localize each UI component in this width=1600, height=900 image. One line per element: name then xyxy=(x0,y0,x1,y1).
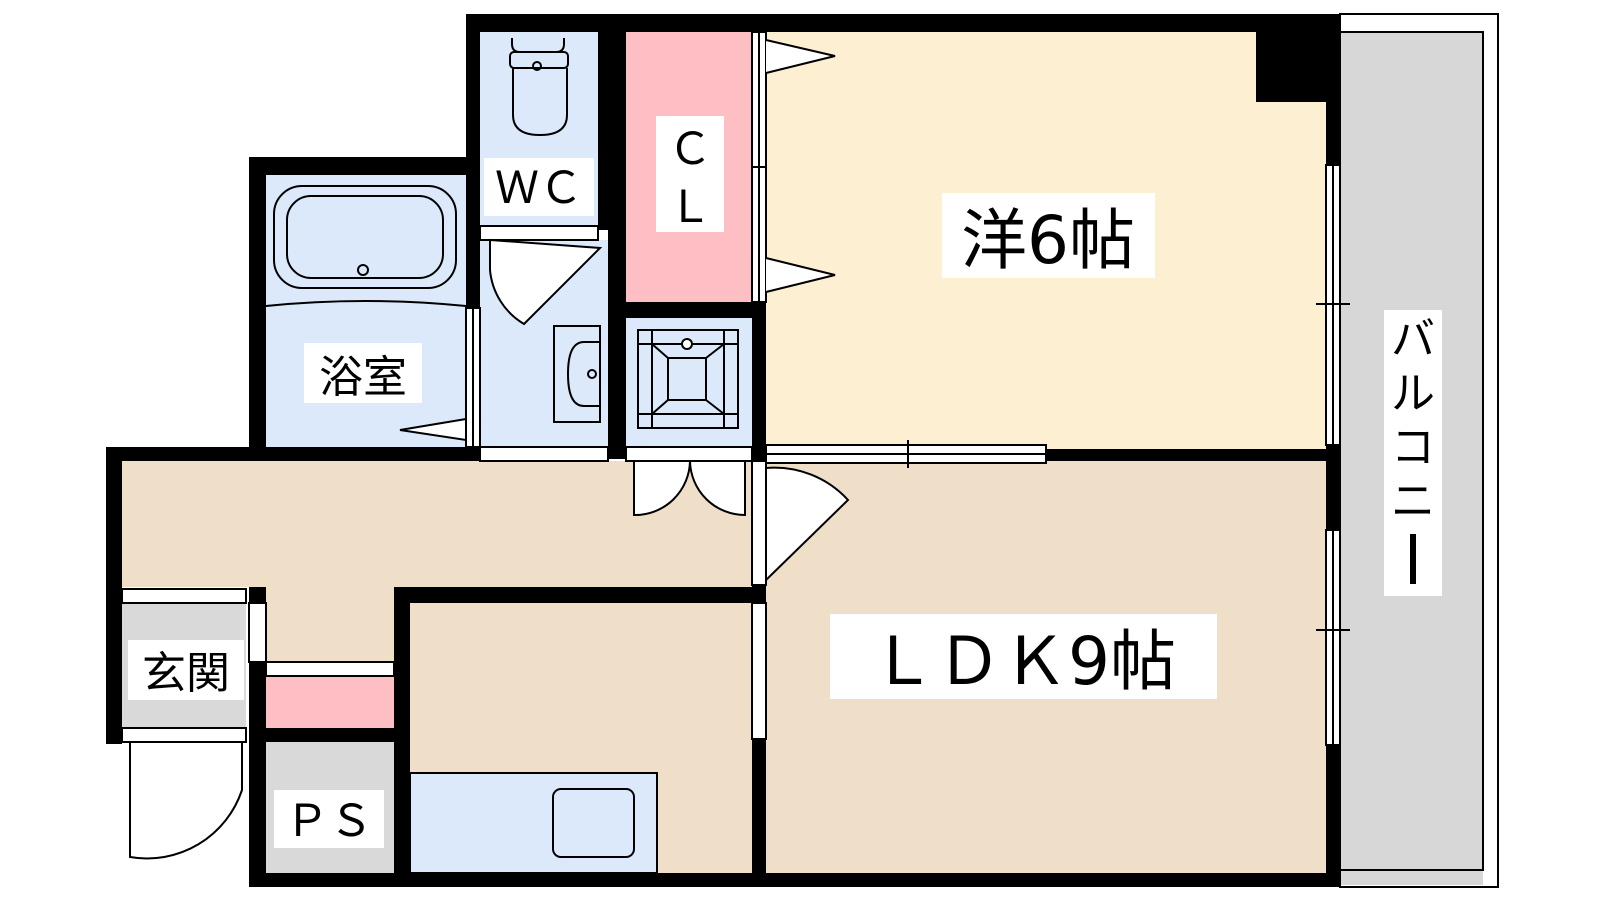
wall xyxy=(249,873,1340,887)
wc-label: ＷＣ xyxy=(495,163,583,214)
kitchen-opening xyxy=(751,602,767,740)
label-bg xyxy=(274,790,384,848)
window-mullions xyxy=(472,32,1350,745)
wall xyxy=(598,30,608,230)
wall xyxy=(106,447,122,744)
entrance-side-opening xyxy=(248,602,267,663)
balcony-outline xyxy=(1339,13,1499,888)
wall xyxy=(466,14,1340,32)
wc-door-swing xyxy=(489,238,603,326)
window-entrance-low xyxy=(121,727,247,743)
balcony-char: ル xyxy=(1391,368,1435,419)
hall-shelf-opening xyxy=(265,661,395,677)
label-bg xyxy=(942,193,1155,278)
wall xyxy=(249,157,266,447)
ps-label: ＰＳ xyxy=(285,796,373,847)
toilet-icon xyxy=(509,38,569,137)
kitchen-counter-icon xyxy=(409,772,658,874)
wall xyxy=(1256,32,1326,102)
closet-label-l: Ｌ xyxy=(668,182,712,233)
laundry-door-swing-right xyxy=(688,460,746,517)
door-swings xyxy=(129,39,850,860)
hallway-area-lower xyxy=(256,587,394,666)
balcony-rail-inner xyxy=(1339,31,1484,871)
ldk-door-swing xyxy=(765,466,850,583)
shoe-box-area xyxy=(266,676,394,728)
entrance-label: 玄関 xyxy=(142,648,230,699)
laundry-door-opening xyxy=(625,446,753,462)
bath-door-swing xyxy=(399,417,467,442)
washbasin-icon xyxy=(553,325,601,423)
window-entrance xyxy=(121,588,247,604)
wall xyxy=(394,587,766,603)
closet-door-swing xyxy=(765,257,836,293)
washing-machine-pan-icon xyxy=(637,329,739,429)
closet-label-c: Ｃ xyxy=(668,124,712,175)
label-bg xyxy=(484,158,594,216)
label-bg xyxy=(304,343,422,403)
closet-door-swing xyxy=(765,39,836,74)
wall xyxy=(249,157,480,175)
wall xyxy=(106,447,480,461)
ldk-label: ＬＤＫ9帖 xyxy=(870,623,1176,700)
kitchen-sink-icon xyxy=(552,788,635,858)
wall xyxy=(1045,449,1340,461)
balcony-long-vowel xyxy=(1410,534,1416,584)
balcony-char: バ xyxy=(1391,314,1435,365)
wc-door-opening xyxy=(479,225,599,241)
ldk-door-opening xyxy=(751,460,767,586)
bath-label: 浴室 xyxy=(319,352,407,403)
wall xyxy=(608,30,626,459)
balcony-char: ニ xyxy=(1391,476,1435,527)
wall xyxy=(608,302,766,318)
label-bg xyxy=(128,640,244,700)
wall xyxy=(249,728,410,742)
bathtub-icon xyxy=(265,185,467,307)
fixtures xyxy=(265,38,739,874)
wash-door-opening xyxy=(479,446,609,462)
balcony-char: コ xyxy=(1391,422,1435,473)
entrance-door-swing xyxy=(129,741,243,860)
western-room-label: 洋6帖 xyxy=(961,202,1135,279)
label-bg xyxy=(656,116,724,232)
labels: 洋6帖 ＬＤＫ9帖 浴室 ＷＣ Ｃ Ｌ 玄関 ＰＳ バ ル コ ニ xyxy=(128,116,1442,848)
label-bg xyxy=(830,614,1217,699)
